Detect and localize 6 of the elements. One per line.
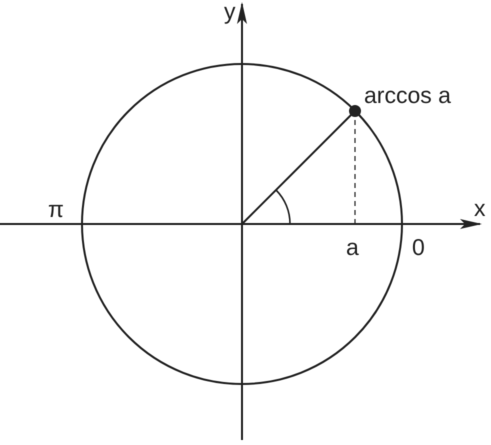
axis-label: x xyxy=(474,197,486,220)
axis-value-label: 0 xyxy=(412,236,425,259)
point-label: arccos a xyxy=(364,84,451,107)
axis-label: y xyxy=(224,0,236,23)
axis-value-label: π xyxy=(48,198,64,221)
tick-label: a xyxy=(346,236,359,259)
